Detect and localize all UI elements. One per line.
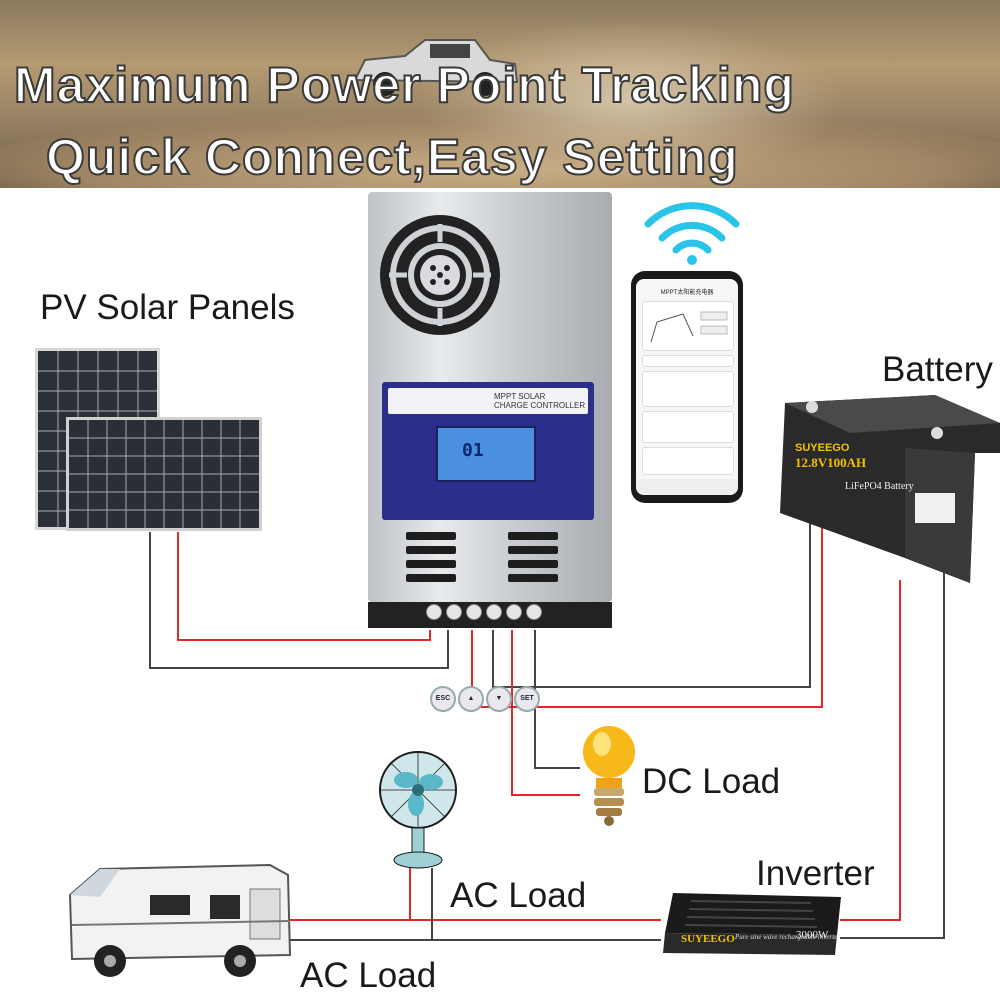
lcd-display: 01: [436, 426, 536, 482]
inverter-negative-wire: [840, 540, 945, 939]
terminal-screw: [446, 604, 462, 620]
battery-negative-wire: [492, 437, 811, 688]
controller-nameplate: MPPT SOLAR CHARGE CONTROLLER: [388, 388, 588, 414]
up-button[interactable]: ▲: [458, 686, 484, 712]
electric-fan-icon: [379, 751, 457, 869]
battery-spec: 12.8V100AH: [795, 455, 866, 470]
pv-negative-wire: [149, 532, 449, 669]
cooling-fan-icon: [380, 215, 500, 335]
vent-slot: [508, 532, 558, 540]
vent-slot: [406, 560, 456, 568]
control-panel: MPPT SOLAR CHARGE CONTROLLER 01 ESC ▲ ▼ …: [382, 382, 594, 712]
headline-quick-connect: Quick Connect,Easy Setting: [45, 128, 739, 186]
terminal-screw: [426, 604, 442, 620]
inverter-brand: SUYEEGO: [681, 933, 735, 945]
ac-load-fan-label: AC Load: [450, 876, 587, 915]
app-row: [642, 355, 734, 367]
app-chart-card: [642, 301, 734, 351]
battery-label: Battery: [882, 350, 993, 389]
nameplate-line2: CHARGE CONTROLLER: [494, 401, 586, 410]
truck-image: [353, 39, 519, 96]
nameplate-line1: MPPT SOLAR: [494, 392, 546, 401]
light-bulb-icon: [583, 726, 635, 826]
mppt-charge-controller: MPPT SOLAR CHARGE CONTROLLER 01 ESC ▲ ▼ …: [368, 192, 612, 712]
battery-chemistry: LiFePO4 Battery: [845, 481, 914, 492]
terminal-screw: [466, 604, 482, 620]
wifi-icon: [644, 202, 740, 265]
dc-load-positive-wire: [511, 630, 580, 796]
phone-screen: MPPT太阳能充电器: [636, 279, 738, 495]
vent-slot: [508, 574, 558, 582]
set-button[interactable]: SET: [514, 686, 540, 712]
terminal-screw: [486, 604, 502, 620]
app-tab-bar: [636, 479, 738, 495]
solar-panel-front: [66, 417, 262, 531]
app-stats-card: [642, 371, 734, 407]
app-stats-card: [642, 447, 734, 475]
pv-solar-panels-label: PV Solar Panels: [40, 288, 295, 327]
lcd-readout: 01: [462, 440, 484, 461]
ac-load-rv-label: AC Load: [300, 956, 437, 995]
inverter-positive-wire: [840, 580, 901, 921]
inverter-description: Pure sine wave rechargeable inverter: [735, 933, 840, 941]
esc-button[interactable]: ESC: [430, 686, 456, 712]
battery-brand: SUYEEGO: [795, 442, 850, 454]
inverter-power-rating: 3000W: [796, 929, 829, 941]
vent-slot: [406, 546, 456, 554]
terminal-screw: [526, 604, 542, 620]
down-button[interactable]: ▼: [486, 686, 512, 712]
vent-slot: [406, 574, 456, 582]
headline-mppt: Maximum Power Point Tracking: [13, 56, 795, 114]
inverter-label: Inverter: [756, 854, 875, 893]
terminal-screw: [506, 604, 522, 620]
lifepo4-battery: SUYEEGO 12.8V100AH LiFePO4 Battery: [780, 395, 1000, 583]
inverter-body: [663, 893, 841, 955]
power-curve-icon: [650, 311, 728, 343]
pv-positive-wire: [177, 532, 431, 641]
dc-load-label: DC Load: [642, 762, 781, 801]
power-inverter: SUYEEGO Pure sine wave rechargeable inve…: [661, 893, 841, 959]
battery-positive-wire: [471, 437, 823, 708]
water-spray: [420, 20, 840, 180]
camper-rv-icon: [68, 863, 292, 977]
smartphone-app: MPPT太阳能充电器: [631, 271, 743, 503]
app-title: MPPT太阳能充电器: [660, 290, 714, 296]
app-stats-card: [642, 411, 734, 443]
vent-slot: [508, 560, 558, 568]
dc-load-negative-wire: [534, 630, 580, 769]
vent-slot: [406, 532, 456, 540]
banner-photo: Maximum Power Point Tracking Quick Conne…: [0, 0, 1000, 188]
vent-slot: [508, 546, 558, 554]
